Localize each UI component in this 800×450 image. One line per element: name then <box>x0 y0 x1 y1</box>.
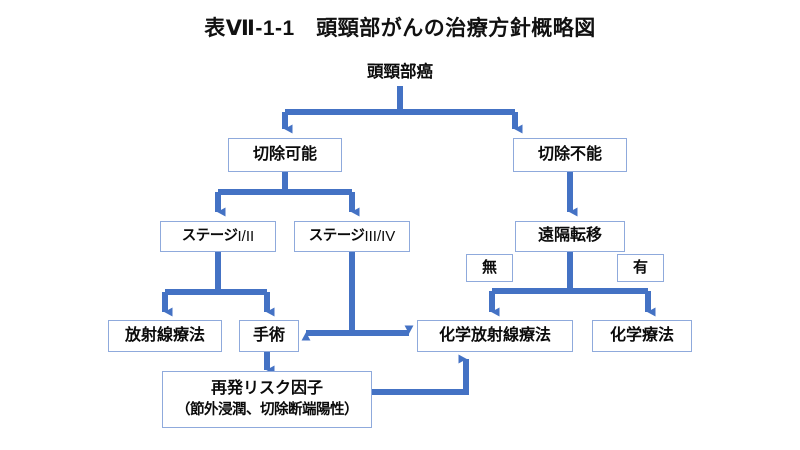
node-recurrence-risk-detail: （節外浸潤、切除断端陽性） <box>176 401 359 418</box>
node-metastasis-present-label: 有 <box>632 259 648 277</box>
figure-title: 表Ⅶ-1-1 頭頸部がんの治療方針概略図 <box>204 17 596 40</box>
node-metastasis-absent[interactable]: 無 <box>466 254 513 282</box>
node-distant-metastasis[interactable]: 遠隔転移 <box>515 221 625 252</box>
node-chemoradiotherapy-label: 化学放射線療法 <box>438 326 551 344</box>
node-surgery[interactable]: 手術 <box>239 320 299 352</box>
node-unresectable[interactable]: 切除不能 <box>513 138 627 172</box>
node-radiotherapy-label: 放射線療法 <box>124 326 205 344</box>
node-surgery-label: 手術 <box>252 326 285 344</box>
node-chemoradiotherapy[interactable]: 化学放射線療法 <box>417 320 573 352</box>
node-radiotherapy[interactable]: 放射線療法 <box>108 320 222 352</box>
node-chemotherapy-label: 化学療法 <box>609 326 674 344</box>
node-recurrence-risk[interactable]: 再発リスク因子 （節外浸潤、切除断端陽性） <box>162 371 372 428</box>
node-head-neck-cancer-label: 頭頸部癌 <box>367 63 433 82</box>
wire-recurrence-risk-to-chemoradiotherapy <box>372 354 469 395</box>
node-metastasis-present[interactable]: 有 <box>617 254 664 282</box>
node-stage-early-label: ステージ <box>181 227 238 244</box>
node-unresectable-label: 切除不能 <box>537 145 602 163</box>
node-chemotherapy[interactable]: 化学療法 <box>592 320 692 352</box>
node-distant-metastasis-label: 遠隔転移 <box>537 227 602 245</box>
node-stage-late[interactable]: ステージ III/IV <box>294 221 410 252</box>
node-stage-early-suffix: I/II <box>237 227 255 245</box>
node-stage-late-suffix: III/IV <box>364 227 396 245</box>
node-stage-early[interactable]: ステージ I/II <box>160 221 276 252</box>
node-resectable-label: 切除可能 <box>252 145 317 163</box>
node-metastasis-absent-label: 無 <box>481 259 497 277</box>
node-resectable[interactable]: 切除可能 <box>228 138 342 172</box>
node-stage-late-label: ステージ <box>308 227 365 244</box>
node-recurrence-risk-label: 再発リスク因子 <box>210 380 323 397</box>
node-head-neck-cancer[interactable]: 頭頸部癌 <box>350 60 450 86</box>
